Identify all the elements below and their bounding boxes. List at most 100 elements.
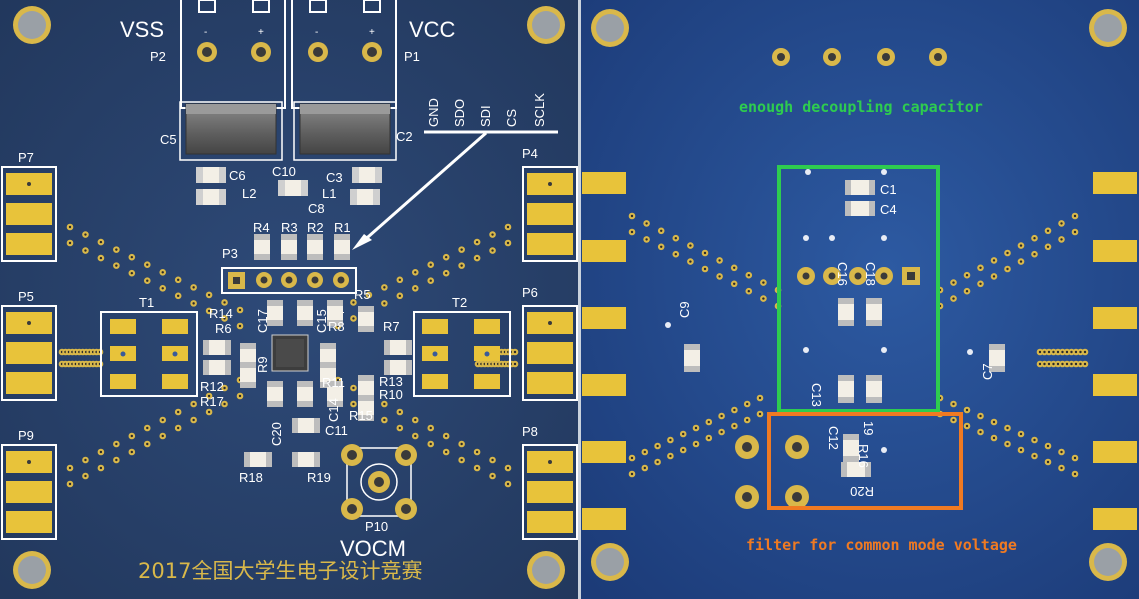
smd-terminal — [203, 360, 209, 375]
via-hole — [444, 434, 448, 438]
via-hole — [506, 225, 510, 229]
via-hole — [429, 279, 432, 282]
via-hole — [115, 248, 118, 251]
smd-body — [989, 344, 1005, 372]
via-hole — [475, 256, 479, 260]
smd-terminal — [384, 340, 390, 355]
pad — [1093, 172, 1137, 194]
via-hole — [146, 263, 149, 266]
via-hole — [965, 424, 969, 428]
ref-c5: C5 — [160, 132, 177, 147]
via-hole — [161, 287, 164, 290]
smd-terminal — [406, 360, 412, 375]
via-hole — [84, 249, 87, 252]
contest-title: 2017全国大学生电子设计竞赛 — [138, 559, 422, 583]
ref-p1: P1 — [404, 49, 420, 64]
connector-outline — [522, 305, 578, 401]
via-hole — [207, 410, 211, 414]
pad — [527, 203, 573, 225]
via-hole — [352, 301, 355, 304]
via-hole — [1052, 362, 1055, 366]
smd-terminal — [838, 397, 854, 403]
spi-gnd: GND — [426, 98, 441, 127]
via-hole — [733, 408, 736, 412]
via-hole — [762, 281, 765, 284]
ref-c10: C10 — [272, 164, 296, 179]
pad — [582, 307, 626, 329]
via-hole — [207, 293, 211, 297]
via-hole — [656, 444, 659, 448]
smd-terminal — [358, 326, 374, 332]
via-hole — [1083, 350, 1087, 354]
side-connectors-top — [1, 166, 578, 540]
via-hole — [1073, 456, 1077, 460]
smd-terminal — [203, 340, 209, 355]
ref-r3: R3 — [281, 220, 298, 235]
via — [665, 322, 671, 328]
smd-terminal — [843, 456, 859, 462]
via-hole — [176, 426, 180, 430]
via-hole — [965, 408, 969, 412]
annotation-decoupling: enough decoupling capacitor — [739, 98, 983, 116]
via-hole — [383, 418, 386, 422]
pad — [582, 374, 626, 396]
side-connectors-bottom — [582, 172, 1137, 530]
smd-terminal — [684, 366, 700, 372]
ref-c3: C3 — [326, 170, 343, 185]
via-hole — [398, 278, 402, 282]
ref-c11: C11 — [325, 423, 348, 438]
via-hole — [207, 394, 211, 398]
via-hole — [1065, 362, 1069, 366]
annotation-filter: filter for common mode voltage — [746, 536, 1017, 554]
via-hole — [352, 402, 355, 406]
via-hole — [223, 317, 226, 320]
pad-hole — [548, 182, 552, 186]
smd-body — [358, 375, 374, 401]
via-hole — [1060, 450, 1063, 454]
via-hole — [383, 286, 386, 289]
smd-cluster-center — [203, 300, 412, 467]
via-hole — [1038, 350, 1042, 354]
via-hole — [656, 460, 659, 464]
smd-terminal — [334, 254, 350, 260]
smd-terminal — [254, 254, 270, 260]
via-hole — [367, 293, 371, 297]
smd-terminal — [254, 234, 270, 240]
via-hole — [84, 474, 87, 478]
ref-r18: R18 — [239, 470, 263, 485]
connector-outline — [1, 305, 57, 401]
smd-body — [845, 180, 875, 195]
ref-r12: R12 — [200, 379, 224, 394]
via-hole — [192, 286, 195, 289]
via-hole — [68, 482, 72, 486]
via-hole — [475, 450, 479, 454]
pad — [582, 172, 626, 194]
pad — [6, 233, 52, 255]
smd-terminal — [240, 343, 256, 349]
via-hole — [513, 350, 517, 354]
via-hole — [707, 420, 710, 424]
via-hole — [1019, 448, 1023, 452]
ref-c18: C18 — [863, 262, 878, 286]
via-hole — [460, 264, 463, 267]
via-hole — [689, 260, 692, 263]
ref-r8: R8 — [328, 319, 345, 334]
via-hole — [720, 430, 723, 434]
pad-hole — [27, 321, 31, 325]
via-hole — [1070, 362, 1073, 366]
smd-terminal — [866, 320, 882, 326]
ref-c16: C16 — [835, 262, 850, 286]
ref-c2: C2 — [396, 129, 413, 144]
smd-terminal — [358, 395, 374, 401]
smd-body — [838, 375, 854, 403]
via-hole — [669, 438, 672, 442]
via-hole — [1070, 350, 1073, 354]
via — [881, 169, 887, 175]
smd-terminal — [297, 381, 313, 387]
via-hole — [238, 324, 242, 328]
via-hole — [1033, 454, 1036, 458]
pad — [1093, 240, 1137, 262]
via-hole — [460, 248, 463, 251]
via-hole — [115, 442, 118, 446]
via — [803, 347, 809, 353]
